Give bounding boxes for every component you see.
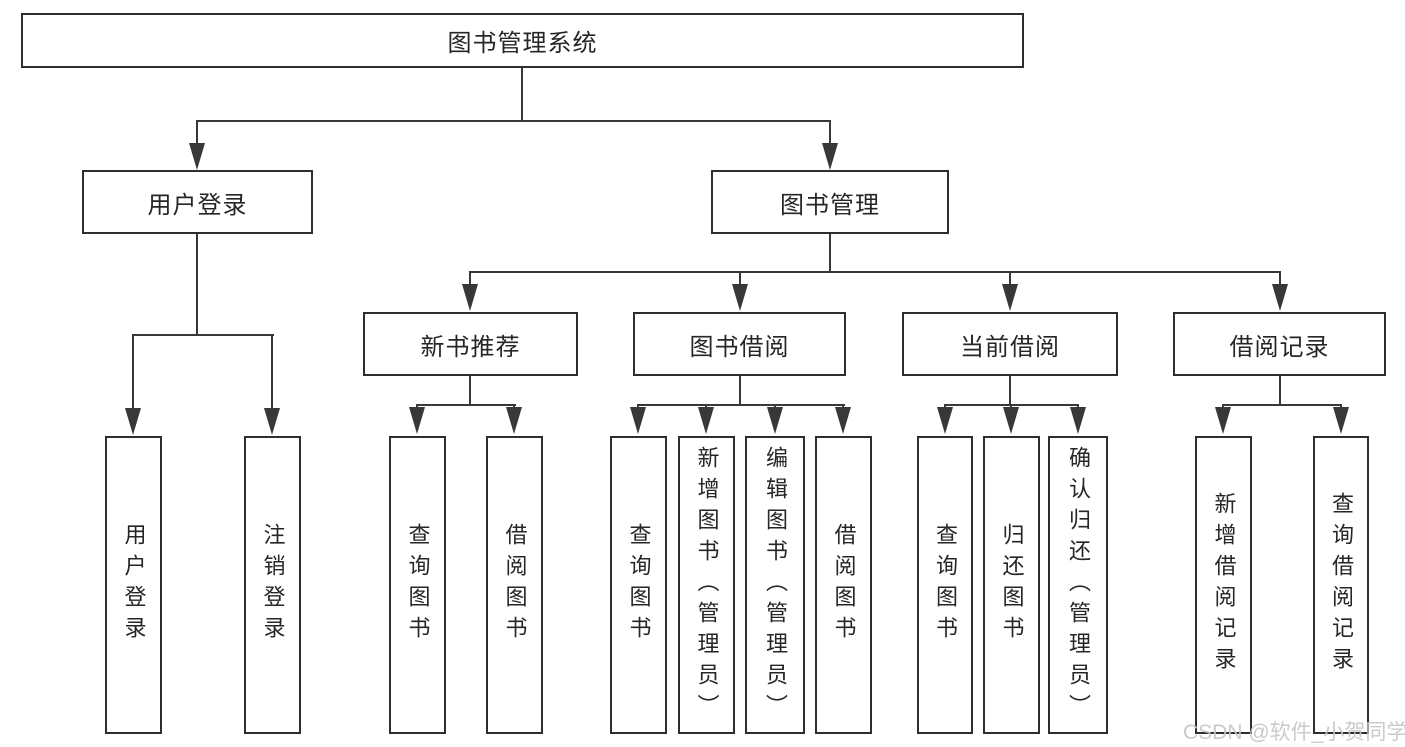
connector-root-bar [196,120,831,122]
node-library-management-system: 图书管理系统 [21,13,1024,68]
arrow-to-leaf-user-login [125,408,141,435]
leaf-return-books: 归还图书 [983,436,1040,734]
connector-recommend-bar [416,404,516,406]
watermark: CSDN @软件_小贺同学 [1183,721,1405,744]
arrow-records-leaf-1 [1215,407,1231,434]
connector-mgmt-drop-3 [1009,271,1011,286]
node-label: 新书推荐 [420,333,521,361]
connector-mgmt-drop-4 [1279,271,1281,286]
leaf-logout: 注销登录 [244,436,301,734]
leaf-label: 确认归还（管理员） [1066,445,1091,725]
arrow-to-book-borrow [732,284,748,311]
node-book-borrow: 图书借阅 [633,312,846,376]
leaf-label: 编辑图书（管理员） [763,445,788,725]
node-label: 当前借阅 [960,333,1060,361]
leaf-label: 借阅图书 [831,523,857,647]
leaf-recommend-query-books: 查询图书 [389,436,446,734]
node-label: 借阅记录 [1229,333,1330,361]
connector-borrow-stem [739,376,741,406]
node-label: 图书管理 [780,191,880,219]
leaf-label: 查询图书 [626,523,652,647]
connector-login-bar [132,334,274,336]
node-label: 图书借阅 [689,333,790,361]
connector-root-drop-right [829,120,831,146]
leaf-label: 新增借阅记录 [1211,492,1237,678]
leaf-label: 借阅图书 [502,523,528,647]
arrow-borrow-leaf-4 [835,407,851,434]
node-user-login: 用户登录 [82,170,313,234]
arrow-to-borrow-records [1272,284,1288,311]
leaf-label: 查询图书 [405,523,431,647]
node-label: 用户登录 [147,191,248,219]
connector-records-bar [1222,404,1342,406]
node-current-borrow: 当前借阅 [902,312,1118,376]
arrow-current-leaf-2 [1003,407,1019,434]
arrow-to-leaf-logout [264,408,280,435]
arrow-to-book-management [822,143,838,170]
leaf-label: 查询图书 [933,523,958,647]
leaf-label: 新增图书（管理员） [694,445,720,725]
leaf-label: 归还图书 [999,523,1025,647]
connector-root-stem [521,68,523,122]
leaf-query-borrow-record: 查询借阅记录 [1313,436,1369,734]
leaf-borrow-query-books: 查询图书 [610,436,667,734]
arrow-to-new-book-recommend [462,284,478,311]
arrow-current-leaf-3 [1070,407,1086,434]
arrow-recommend-leaf-2 [506,407,522,434]
arrow-borrow-leaf-2 [698,407,714,434]
connector-records-stem [1279,376,1281,406]
node-book-management: 图书管理 [711,170,949,234]
connector-borrow-bar [637,404,845,406]
leaf-label: 查询借阅记录 [1329,492,1354,678]
connector-login-drop-2 [271,334,273,410]
node-borrow-records: 借阅记录 [1173,312,1386,376]
leaf-edit-books-admin: 编辑图书（管理员） [745,436,805,734]
leaf-add-books-admin: 新增图书（管理员） [678,436,735,734]
connector-mgmt-drop-1 [469,271,471,286]
connector-mgmt-bar [469,271,1281,273]
arrow-borrow-leaf-1 [630,407,646,434]
leaf-label: 注销登录 [260,523,286,647]
connector-current-stem [1009,376,1011,406]
leaf-borrow-books: 借阅图书 [815,436,872,734]
arrow-records-leaf-2 [1333,407,1349,434]
connector-mgmt-stem [829,234,831,273]
leaf-current-query-books: 查询图书 [917,436,973,734]
leaf-recommend-borrow-books: 借阅图书 [486,436,543,734]
arrow-current-leaf-1 [937,407,953,434]
leaf-user-login: 用户登录 [105,436,162,734]
arrow-to-user-login [189,143,205,170]
leaf-confirm-return-admin: 确认归还（管理员） [1048,436,1108,734]
connector-login-stem [196,234,198,336]
connector-mgmt-drop-2 [739,271,741,286]
node-label: 图书管理系统 [447,30,598,57]
node-new-book-recommend: 新书推荐 [363,312,578,376]
connector-recommend-stem [469,376,471,406]
arrow-recommend-leaf-1 [409,407,425,434]
connector-login-drop-1 [132,334,134,410]
connector-root-drop-left [196,120,198,146]
arrow-to-current-borrow [1002,284,1018,311]
arrow-borrow-leaf-3 [767,407,783,434]
leaf-label: 用户登录 [121,523,147,647]
leaf-add-borrow-record: 新增借阅记录 [1195,436,1252,734]
